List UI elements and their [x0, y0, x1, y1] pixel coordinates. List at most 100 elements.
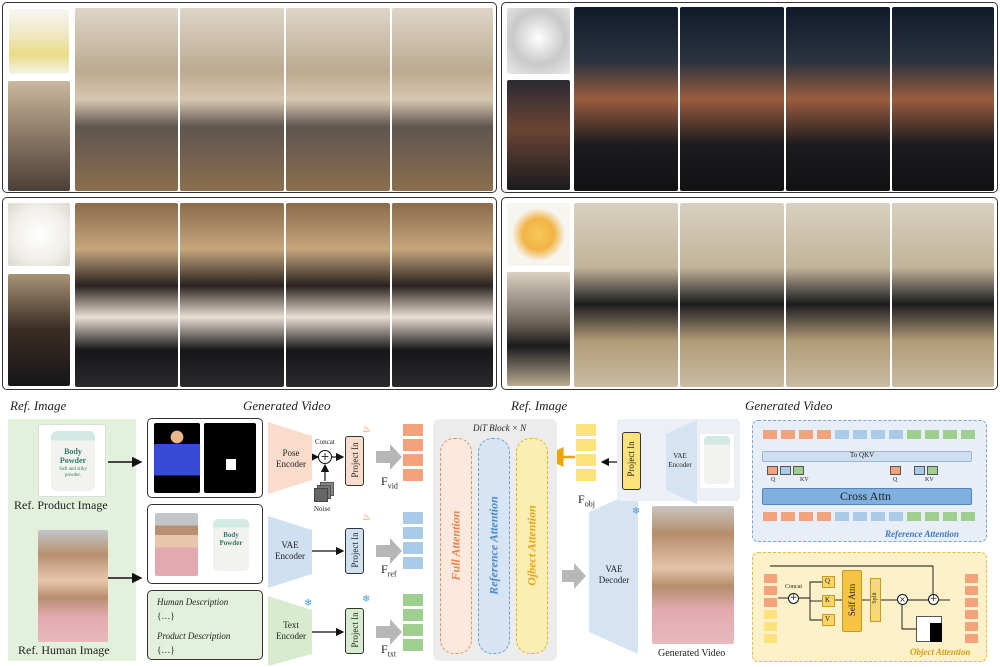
video-frame	[392, 203, 493, 387]
ref-product-dragon-photo	[507, 8, 570, 74]
obj-v-box	[822, 614, 835, 626]
token-cell	[576, 454, 596, 466]
example-panel-watergun	[501, 197, 998, 390]
token-cell	[764, 586, 777, 595]
video-frame	[680, 203, 784, 387]
fire-icon: ♨	[362, 512, 371, 523]
dit-block-label: DiT Block × N	[473, 423, 527, 433]
snowflake-icon: ❄	[362, 594, 371, 605]
reference-attention-block	[478, 438, 510, 654]
caption-ref-image-left: Ref. Image	[10, 398, 67, 413]
text-encoder-label: Text Encoder	[276, 620, 306, 641]
token-cell	[835, 512, 849, 521]
f-txt-label: Ftxt	[381, 642, 397, 659]
ref-human-photo	[8, 274, 70, 386]
obj-q-box	[822, 576, 835, 588]
token-cell	[817, 430, 831, 439]
token-cell	[889, 512, 903, 521]
video-frame	[75, 203, 178, 387]
token-cell	[965, 610, 978, 619]
kv-label: KV	[925, 477, 934, 483]
video-frame	[892, 7, 994, 191]
token-cell	[925, 512, 939, 521]
product-input-image: Body Powder	[205, 517, 257, 575]
token-cell	[965, 622, 978, 631]
token-cell	[871, 430, 885, 439]
vae-input-box: Body Powder	[147, 504, 263, 584]
mask-image	[204, 423, 256, 493]
ref-human-image	[38, 530, 108, 642]
example-panel-cup	[2, 197, 497, 390]
obj-q-label: Q	[825, 577, 831, 585]
vae-decoder-label: VAE Decoder	[598, 564, 630, 585]
project-in-vae	[345, 528, 364, 574]
generated-video-image	[652, 506, 734, 644]
video-frame	[680, 7, 784, 191]
token-cell	[961, 430, 975, 439]
token-cell	[763, 430, 777, 439]
project-in-text	[345, 608, 364, 654]
token-cell	[925, 430, 939, 439]
token-cell	[835, 430, 849, 439]
text-input-box: Human Description {…} Product Descriptio…	[147, 590, 263, 660]
to-qkv-bar	[762, 451, 972, 462]
ref-product-image-label: Ref. Product Image	[14, 498, 108, 512]
video-frame	[786, 7, 890, 191]
token-cell	[965, 598, 978, 607]
token-cell	[871, 512, 885, 521]
jar-sublabel: Soft and silky powder.	[59, 467, 87, 478]
token-cell	[889, 430, 903, 439]
reference-attention-detail	[752, 420, 987, 542]
token-cell	[763, 512, 777, 521]
video-frame	[180, 8, 284, 191]
input-jar-label: Body Powder	[219, 531, 243, 547]
token-cell	[403, 527, 423, 539]
qkv-cell	[793, 466, 804, 475]
token-cell	[403, 542, 423, 554]
human-input-image	[155, 513, 198, 576]
vae-encoder-right-label: VAE Encoder	[668, 452, 692, 469]
token-cell	[764, 610, 777, 619]
token-cell	[403, 594, 423, 606]
caption-generated-video-right: Generated Video	[745, 398, 833, 413]
token-cell	[799, 512, 813, 521]
f-ref-label: Fref	[381, 562, 397, 579]
obj-add-circle: +	[928, 594, 939, 605]
qkv-cell	[780, 466, 791, 475]
video-frame	[786, 203, 890, 387]
f-vid-label: Fvid	[381, 474, 398, 491]
ref-product-watergun-photo	[507, 203, 570, 266]
f-obj-label: Fobj	[578, 492, 595, 509]
ref-product-cup-photo	[8, 203, 70, 266]
fire-icon: ♨	[362, 424, 371, 435]
token-cell	[943, 512, 957, 521]
token-cell	[403, 439, 423, 451]
video-frame	[180, 203, 284, 387]
token-cell	[965, 574, 978, 583]
token-cell	[403, 512, 423, 524]
obj-multiply-circle: ×	[897, 594, 908, 605]
token-cell	[965, 634, 978, 643]
token-cell	[764, 622, 777, 631]
video-frame	[75, 8, 178, 191]
example-panel-oil	[2, 2, 497, 193]
qkv-cell	[914, 466, 925, 475]
example-panel-dragon	[501, 2, 998, 193]
cross-attn-bar	[762, 488, 972, 505]
cross-attn-label: Cross Attn	[840, 489, 892, 503]
token-cell	[965, 586, 978, 595]
jar-label: Body Powder	[59, 447, 87, 465]
q-label: Q	[893, 477, 898, 483]
token-cell	[403, 557, 423, 569]
ref-product-oil-photo	[9, 9, 69, 74]
token-cell	[853, 430, 867, 439]
object-ref-image	[700, 434, 734, 488]
object-attention-title: Object Attention	[910, 647, 971, 657]
obj-concat-label: Concat	[785, 584, 802, 590]
concat-circle: +	[318, 450, 332, 464]
full-attention-block	[440, 438, 472, 654]
